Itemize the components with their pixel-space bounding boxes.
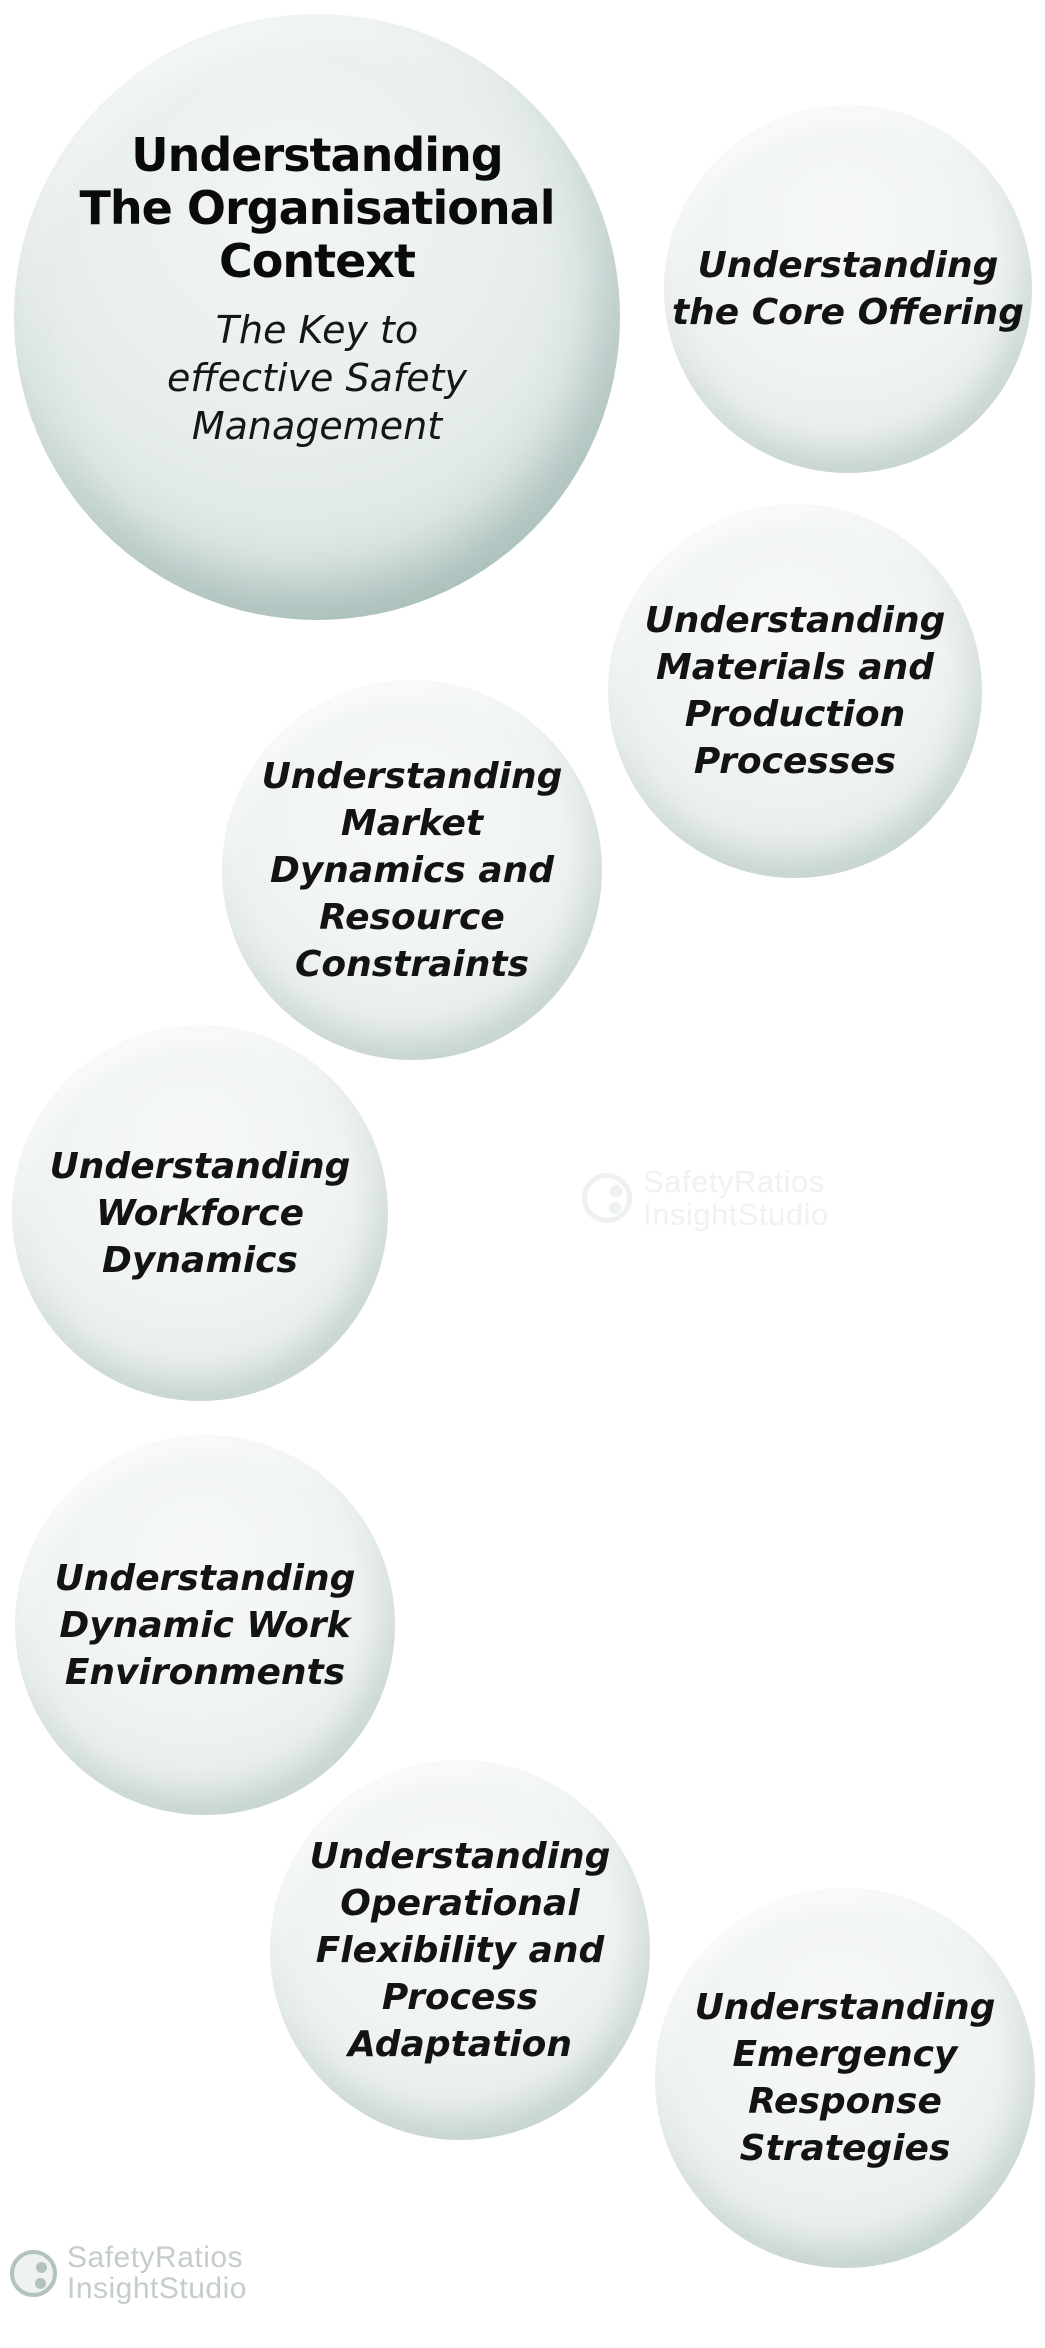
footer-logo-icon xyxy=(10,2249,57,2297)
bubble-text-line: Workforce xyxy=(95,1192,305,1234)
main-subtitle-line: Management xyxy=(191,404,443,448)
bubble-text-line: Understanding xyxy=(697,245,999,286)
main-title: Understanding The Organisational Context xyxy=(79,128,556,288)
bubble-text-line: Understanding xyxy=(644,600,946,641)
bubble-text-line: Emergency xyxy=(732,2034,958,2075)
bubble-market-dynamics: Understanding Market Dynamics and Resour… xyxy=(222,680,602,1060)
bubble-text-line: Understanding xyxy=(694,1987,996,2028)
bubble-text-line: Environments xyxy=(64,1651,346,1693)
watermark-text: SafetyRatios InsightStudio xyxy=(643,1165,829,1231)
main-title-line: Context xyxy=(219,234,416,288)
bubble-text-line: Response Strategies xyxy=(739,2081,951,2169)
bubble-main-organisational-context: Understanding The Organisational Context… xyxy=(14,14,620,620)
bubble-text-line: Understanding xyxy=(261,755,563,797)
bubble-text-line: Understanding xyxy=(54,1557,356,1599)
bubble-text-line: Process xyxy=(381,1976,539,2018)
bubble-text-line: Resource xyxy=(319,896,505,938)
bubble-text-line: Materials and xyxy=(655,647,935,688)
main-title-line: Understanding xyxy=(131,128,503,182)
main-subtitle: The Key to effective Safety Management xyxy=(167,306,467,450)
bubble-text-line: the Core Offering xyxy=(671,292,1025,333)
footer-logo-dot xyxy=(36,2261,47,2273)
bubble-text-line: Flexibility and xyxy=(315,1929,605,1971)
bubble-text-line: Processes xyxy=(693,741,897,782)
footer-brand-text: SafetyRatios InsightStudio xyxy=(67,2242,247,2304)
bubble-materials-production: Understanding Materials and Production P… xyxy=(608,504,982,878)
main-title-line: The Organisational xyxy=(79,181,556,235)
watermark-logo-dot xyxy=(610,1185,622,1197)
bubble-text-line: Understanding xyxy=(309,1835,611,1877)
bubble-workforce-dynamics: Understanding Workforce Dynamics xyxy=(12,1025,388,1401)
bubble-text-line: Production xyxy=(684,694,906,735)
footer-logo-dot xyxy=(35,2277,46,2289)
bubble-emergency-response: Understanding Emergency Response Strateg… xyxy=(655,1888,1035,2268)
bubble-text-line: Dynamics and xyxy=(269,849,555,891)
footer-brand-logo: SafetyRatios InsightStudio xyxy=(10,2242,247,2304)
footer-brand-line1: SafetyRatios xyxy=(67,2241,244,2274)
bubble-text-line: Adaptation xyxy=(348,2023,572,2065)
watermark-logo-icon xyxy=(582,1173,632,1223)
watermark-logo-dot xyxy=(609,1202,621,1214)
bubble-core-offering: Understanding the Core Offering xyxy=(664,105,1032,473)
main-subtitle-line: effective Safety xyxy=(166,356,468,400)
bubble-dynamic-work-environments: Understanding Dynamic Work Environments xyxy=(15,1435,395,1815)
bubble-text-line: Dynamic Work xyxy=(59,1604,351,1646)
bubble-text-line: Dynamics xyxy=(102,1239,298,1281)
footer-brand-line2: InsightStudio xyxy=(67,2272,247,2305)
bubble-text-line: Operational xyxy=(340,1882,580,1924)
watermark-brand-line1: SafetyRatios xyxy=(643,1164,825,1199)
bubble-text-line: Constraints xyxy=(294,943,530,985)
main-subtitle-line: The Key to xyxy=(215,308,419,352)
bubble-operational-flexibility: Understanding Operational Flexibility an… xyxy=(270,1760,650,2140)
bubble-text-line: Understanding xyxy=(49,1145,351,1187)
watermark-brand-line2: InsightStudio xyxy=(643,1197,829,1232)
bubble-text-line: Market xyxy=(340,802,484,844)
center-watermark: SafetyRatios InsightStudio xyxy=(582,1165,829,1231)
